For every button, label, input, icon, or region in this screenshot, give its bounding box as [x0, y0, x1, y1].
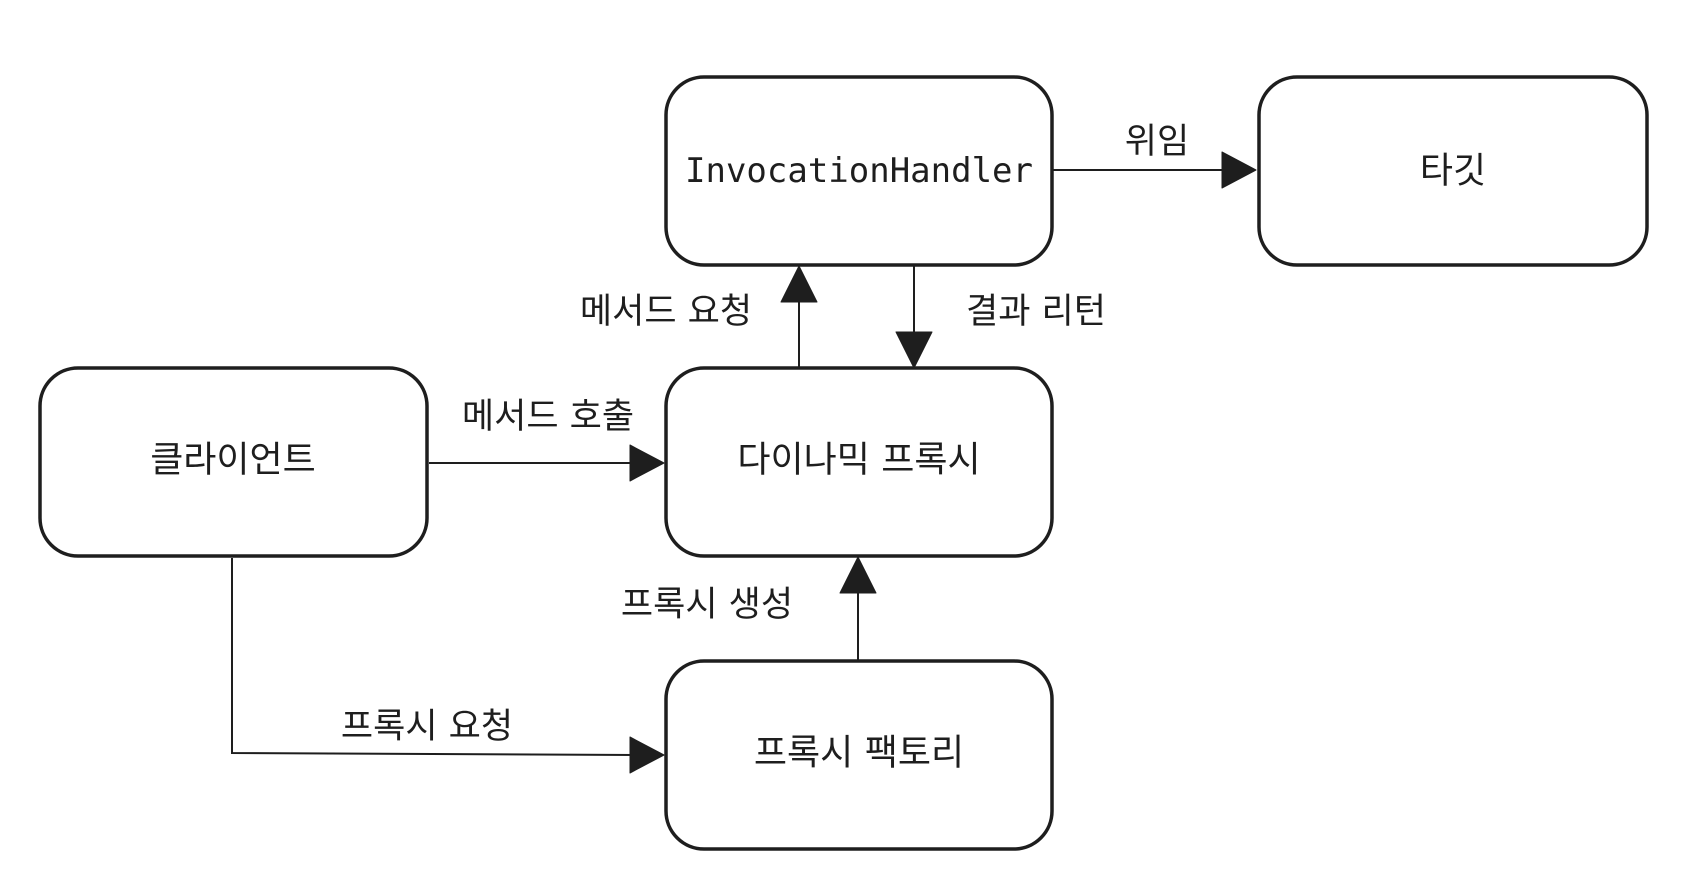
arrowhead — [895, 331, 933, 369]
node-client: 클라이언트 — [38, 366, 429, 558]
edge-label-create-proxy: 프록시 생성 — [621, 585, 793, 625]
edge-request-proxy — [231, 558, 665, 774]
edge-return-result — [895, 266, 933, 369]
arrowhead — [1221, 151, 1257, 189]
edge-delegate — [1053, 151, 1257, 189]
node-proxy-factory: 프록시 팩토리 — [664, 659, 1054, 851]
arrowhead — [839, 556, 877, 594]
arrowhead — [780, 265, 818, 303]
node-label-client: 클라이언트 — [150, 440, 316, 481]
edge-method-request — [780, 265, 818, 368]
node-dynamic-proxy: 다이나믹 프록시 — [664, 366, 1054, 558]
edge-label-delegate: 위임 — [1125, 122, 1189, 162]
edge-label-method-call: 메서드 호출 — [462, 397, 634, 437]
node-label-invocation-handler: InvocationHandler — [685, 151, 1033, 191]
arrowhead — [629, 444, 665, 482]
node-invocation-handler: InvocationHandler — [664, 75, 1054, 267]
node-target: 타깃 — [1257, 75, 1649, 267]
node-label-dynamic-proxy: 다이나믹 프록시 — [737, 440, 980, 481]
edge-label-method-request: 메서드 요청 — [580, 292, 752, 332]
arrowhead — [629, 736, 665, 774]
edge-label-return-result: 결과 리턴 — [966, 292, 1106, 332]
edge-create-proxy — [839, 556, 877, 660]
edge-label-request-proxy: 프록시 요청 — [341, 707, 513, 747]
node-label-target: 타깃 — [1420, 151, 1486, 192]
edge-method-call — [429, 444, 665, 482]
node-label-proxy-factory: 프록시 팩토리 — [754, 733, 964, 774]
